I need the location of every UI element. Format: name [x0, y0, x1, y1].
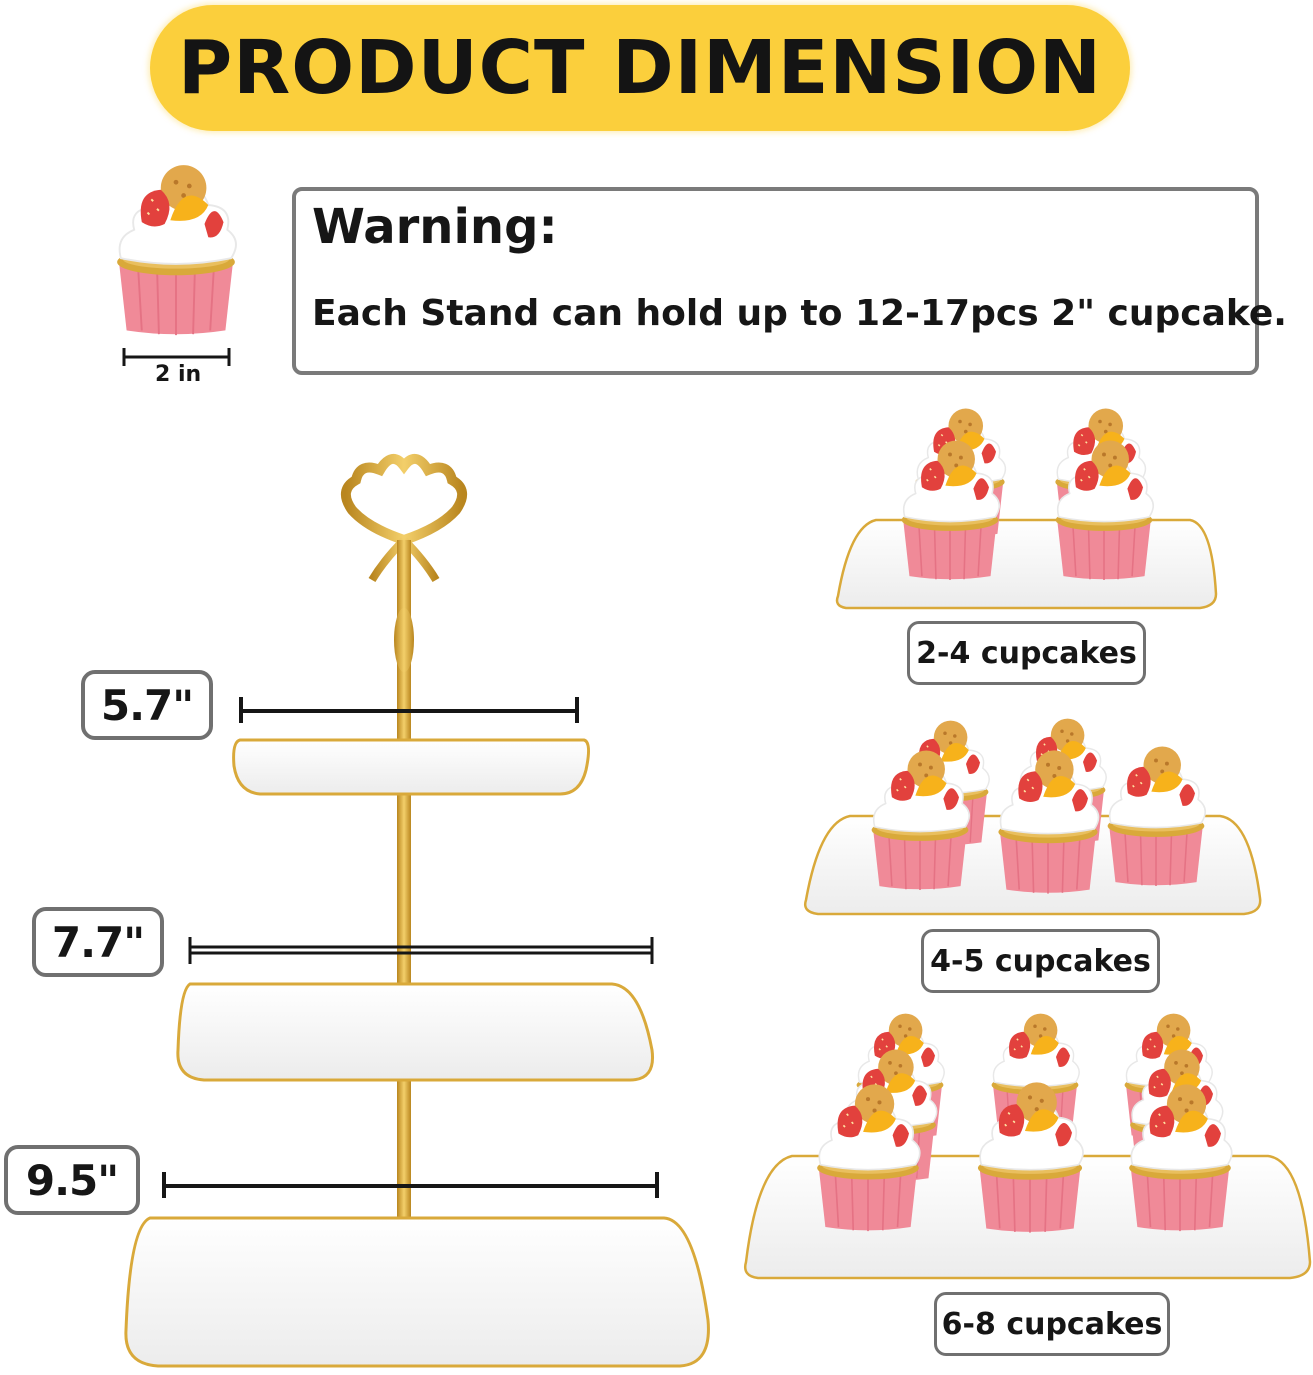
large-tray-image — [744, 1012, 1312, 1280]
dimension-line-top — [239, 697, 579, 723]
small-tray-image — [835, 407, 1218, 610]
tiered-stand-image — [124, 454, 710, 1368]
dimension-line-middle — [188, 937, 654, 964]
small-tray-capacity-label: 2-4 cupcakes — [907, 621, 1146, 685]
tier-bottom-dimension-label: 9.5" — [4, 1145, 140, 1215]
warning-text: Each Stand can hold up to 12-17pcs 2" cu… — [312, 293, 1287, 334]
medium-tray-image — [804, 717, 1262, 916]
reference-size-label: 2 in — [155, 362, 202, 387]
product-dimension-banner: PRODUCT DIMENSION — [150, 5, 1130, 131]
warning-box: Warning: Each Stand can hold up to 12-17… — [292, 187, 1287, 375]
dimension-line-bottom — [162, 1172, 659, 1198]
banner-title: PRODUCT DIMENSION — [178, 25, 1102, 111]
warning-title: Warning: — [312, 199, 558, 255]
tier-top-dimension-label: 5.7" — [81, 670, 213, 740]
medium-tray-capacity-label: 4-5 cupcakes — [921, 929, 1160, 993]
reference-cupcake-image — [116, 164, 237, 337]
tier-middle-dimension-label: 7.7" — [32, 907, 164, 977]
reference-size-bar — [122, 348, 231, 366]
large-tray-capacity-label: 6-8 cupcakes — [934, 1292, 1170, 1356]
